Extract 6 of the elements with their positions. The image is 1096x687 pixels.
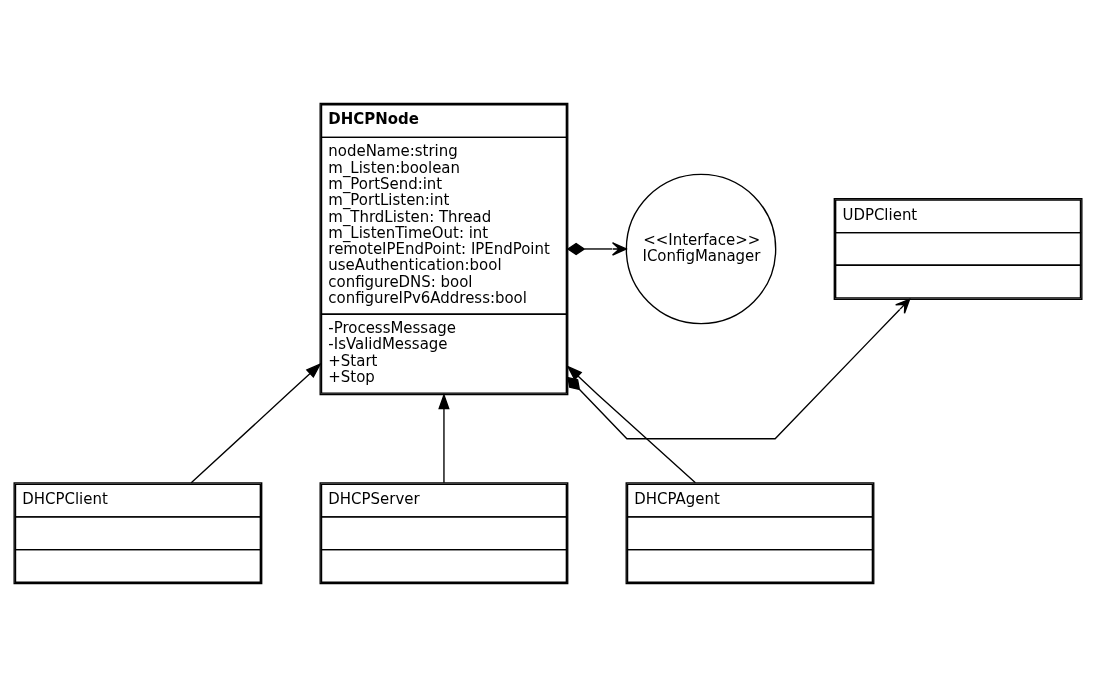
- node-circle: <<Interface>> IConfigManager: [625, 173, 777, 325]
- arrow: [566, 365, 697, 484]
- arrow: [190, 362, 322, 484]
- arrow: [567, 298, 911, 440]
- arrow: [438, 392, 450, 484]
- arrow: [566, 242, 627, 256]
